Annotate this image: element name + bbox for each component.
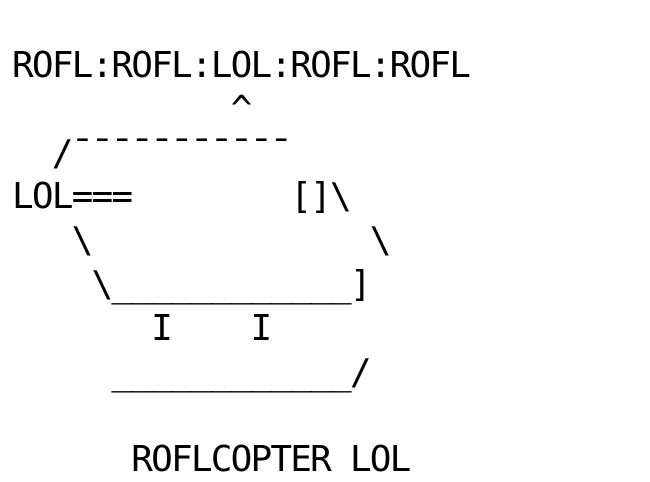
caption-line: ROFLCOPTER LOL <box>12 439 411 481</box>
blank-line <box>12 394 469 438</box>
landing-legs-line: I I <box>12 307 272 349</box>
tail-cockpit-line: LOL=== []\ <box>12 176 352 218</box>
landing-skid-line: ____________/ <box>12 351 371 393</box>
rotor-line: ROFL:ROFL:LOL:ROFL:ROFL <box>12 45 471 86</box>
roflcopter-ascii-art: ROFL:ROFL:LOL:ROFL:ROFL ^ /¯¯¯¯¯¯¯¯¯¯¯LO… <box>12 44 471 482</box>
cabin-top-line: /¯¯¯¯¯¯¯¯¯¯¯ <box>12 132 292 174</box>
rotor-mast-line: ^ <box>12 88 253 130</box>
body-side-line: \ \ <box>12 220 392 262</box>
body-bottom-line: \____________] <box>12 263 371 305</box>
